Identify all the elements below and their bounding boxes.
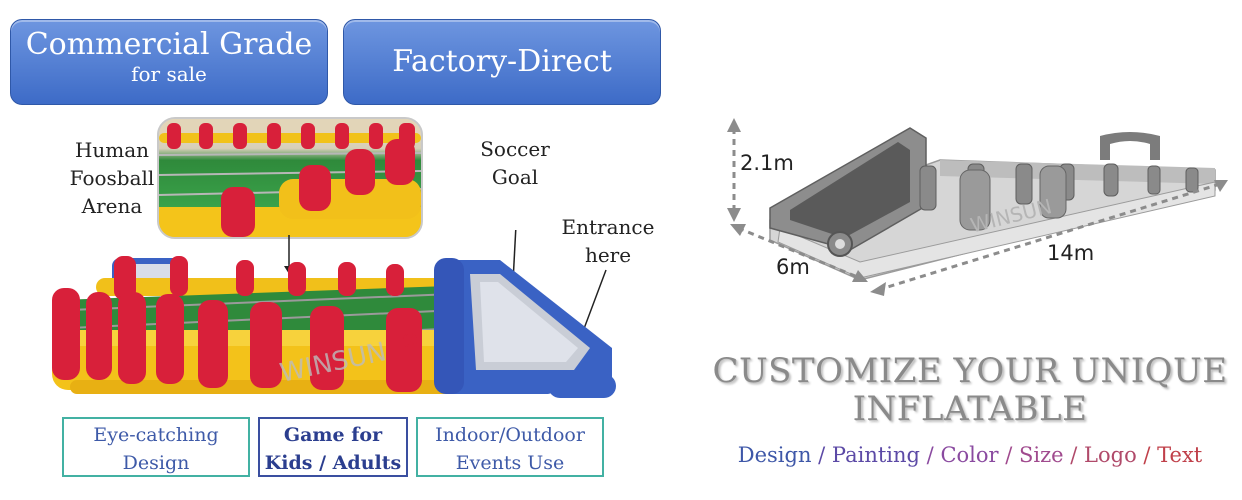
callout-arena-line: Human	[74, 138, 150, 162]
option-logo: Logo	[1084, 443, 1137, 467]
dimension-width-label: 6m	[776, 255, 810, 279]
option-separator: /	[920, 443, 941, 467]
feature-line: Eye-catching	[93, 424, 219, 446]
factory-direct-title: Factory-Direct	[392, 44, 612, 79]
customize-options: Design / Painting / Color / Size / Logo …	[700, 441, 1240, 469]
callout-foosball-arena: Human Foosball Arena	[62, 136, 162, 220]
commercial-grade-title: Commercial Grade	[25, 27, 313, 62]
feature-indoor-outdoor: Indoor/Outdoor Events Use	[416, 417, 604, 477]
dimension-height-label: 2.1m	[740, 151, 794, 175]
feature-line: Events Use	[455, 452, 565, 474]
commercial-grade-banner: Commercial Grade for sale	[10, 19, 328, 105]
callout-entrance-line: here	[584, 243, 632, 267]
dimension-model-illustration: WINSUN	[727, 118, 1228, 296]
for-sale-subtitle: for sale	[131, 62, 207, 86]
callout-goal-line: Soccer	[480, 137, 550, 161]
option-separator: /	[1136, 443, 1158, 467]
callout-entrance-line: Entrance	[561, 215, 655, 239]
callout-arena-line: Arena	[81, 194, 143, 218]
feature-game-for-all: Game for Kids / Adults	[258, 417, 408, 477]
length-arrow	[877, 182, 1221, 292]
feature-line: Design	[122, 452, 190, 474]
callout-goal-line: Goal	[491, 165, 539, 189]
customize-heading-line1: CUSTOMIZE YOUR UNIQUE	[712, 351, 1228, 391]
option-separator: /	[998, 443, 1019, 467]
foosball-inflatable-illustration: WINSUN ®	[52, 230, 616, 398]
callout-entrance: Entrance here	[556, 213, 660, 269]
option-design: Design	[737, 443, 812, 467]
option-color: Color	[940, 443, 999, 467]
feature-line: Game for	[283, 424, 383, 446]
dimension-length-label: 14m	[1047, 241, 1095, 265]
factory-direct-banner: Factory-Direct	[343, 19, 661, 105]
feature-eye-catching: Eye-catching Design	[62, 417, 250, 477]
option-separator: /	[811, 443, 832, 467]
registered-mark: ®	[400, 329, 420, 353]
option-painting: Painting	[831, 443, 920, 467]
feature-line: Kids / Adults	[264, 452, 402, 474]
arena-closeup-photo	[157, 117, 423, 239]
customize-heading-line2: INFLATABLE	[852, 389, 1088, 429]
option-size: Size	[1018, 443, 1064, 467]
callout-soccer-goal: Soccer Goal	[470, 135, 560, 191]
callout-arena-line: Foosball	[69, 166, 155, 190]
option-text: Text	[1157, 443, 1203, 467]
option-separator: /	[1063, 443, 1085, 467]
arena-closeup-illustration	[159, 119, 421, 237]
feature-line: Indoor/Outdoor	[435, 424, 585, 446]
customize-heading: CUSTOMIZE YOUR UNIQUE INFLATABLE	[700, 352, 1240, 428]
